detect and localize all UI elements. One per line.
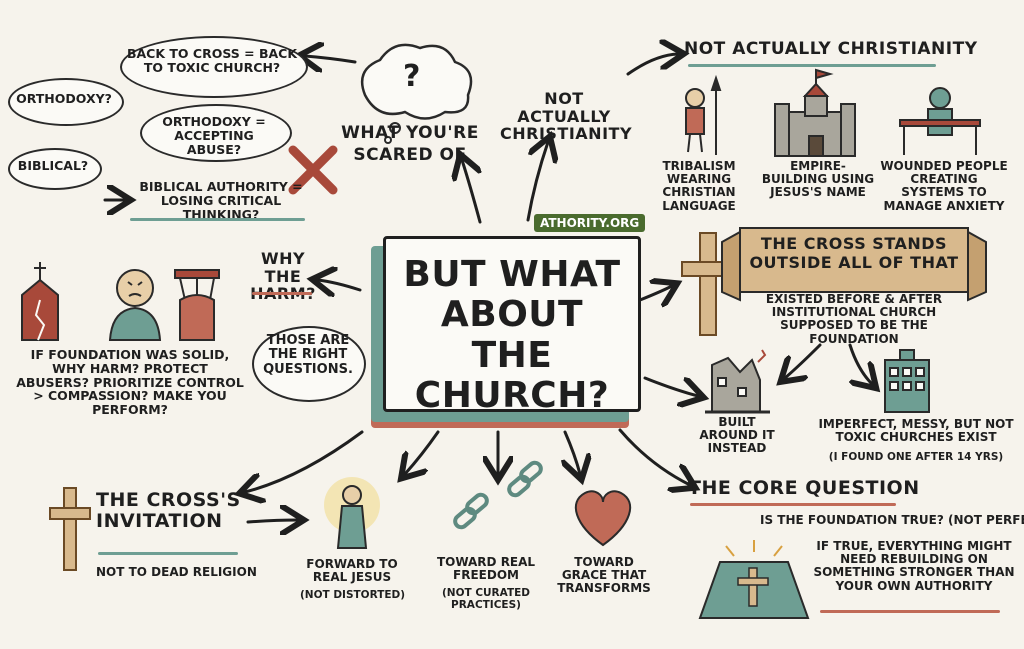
invitation-cross-icon xyxy=(49,487,91,571)
cracked-church-icon xyxy=(21,262,59,341)
cross-toxic-text: BACK TO CROSS = BACK TO TOXIC CHURCH? xyxy=(126,46,298,75)
freedom-note: (NOT CURATED PRACTICES) xyxy=(441,587,530,611)
biblical-authority-text: BIBLICAL AUTHORITY = LOSING CRITICAL THI… xyxy=(139,179,303,222)
jesus-note: (NOT DISTORTED) xyxy=(300,589,406,601)
arrow-to-not-christianity xyxy=(526,142,548,222)
bubble-right-questions xyxy=(252,326,366,402)
cross-stands-subtext: EXISTED BEFORE & AFTER INSTITUTIONAL CHU… xyxy=(765,292,943,346)
orthodoxy-abuse-text: ORTHODOXY = ACCEPTING ABUSE? xyxy=(162,114,266,157)
biblical-authority-underline xyxy=(130,218,305,221)
center-title: BUT WHAT ABOUT THE CHURCH? xyxy=(403,254,621,416)
grace-label: TOWARD GRACE THAT TRANSFORMS xyxy=(557,555,651,596)
arrow-to-grace xyxy=(565,430,580,474)
jesus-figure-icon xyxy=(324,477,380,549)
core-question-text: IS THE FOUNDATION TRUE? (NOT PERFECT) xyxy=(760,513,1024,527)
right-questions-text: THOSE ARE THE RIGHT QUESTIONS. xyxy=(263,333,353,377)
wounded-person-icon xyxy=(899,87,981,155)
jesus-label: FORWARD TO REAL JESUS xyxy=(306,557,398,585)
arrow-to-cross-bubble xyxy=(305,56,357,62)
empire-text: EMPIRE-BUILDING USING JESUS'S NAME xyxy=(761,159,875,200)
bubble-biblical xyxy=(8,148,102,190)
arrow-to-cross-stands xyxy=(638,286,672,300)
arrow-to-scared xyxy=(462,160,480,224)
arrow-to-invitation xyxy=(245,430,364,492)
question-mark: ? xyxy=(403,59,421,94)
arrow-to-jesus xyxy=(405,430,440,474)
core-answer-underline xyxy=(820,610,1000,613)
invitation-underline xyxy=(98,552,238,555)
scared-title-line1: WHAT YOU'RE xyxy=(341,123,479,143)
why-harm-underline xyxy=(252,292,312,295)
biblical-text: BIBLICAL? xyxy=(17,158,89,173)
center-box: BUT WHAT ABOUT THE CHURCH? xyxy=(383,236,641,416)
cross-banner xyxy=(721,227,987,302)
imperfect-text: IMPERFECT, MESSY, BUT NOT TOXIC CHURCHES… xyxy=(818,417,1014,445)
arrow-to-ruins xyxy=(785,343,822,378)
not-christianity-header: NOT ACTUALLY CHRISTIANITY xyxy=(684,39,978,59)
bubble-cross-toxic xyxy=(120,36,308,98)
bubble-orthodoxy xyxy=(8,78,124,126)
invitation-title: THE CROSS'S INVITATION xyxy=(96,489,241,532)
cross-out-x-icon xyxy=(288,145,338,195)
question-cloud-icon xyxy=(360,43,473,144)
distressed-person-icon xyxy=(108,269,162,341)
castle-icon xyxy=(774,68,856,157)
ruined-building-icon xyxy=(705,349,770,414)
arrow-to-core xyxy=(618,428,690,485)
core-question-title: THE CORE QUESTION xyxy=(688,477,920,499)
arrow-to-not-christianity-header xyxy=(626,54,678,76)
tribalism-text: TRIBALISM WEARING CHRISTIAN LANGUAGE xyxy=(662,159,736,213)
arrow-to-healthy-church xyxy=(848,343,872,384)
bubble-orthodoxy-abuse xyxy=(140,104,292,162)
core-answer-text: IF TRUE, EVERYTHING MIGHT NEED REBUILDIN… xyxy=(813,539,1015,593)
not-christianity-center-label: NOT ACTUALLY CHRISTIANITY xyxy=(500,89,633,144)
arrow-to-harm xyxy=(318,280,362,290)
church-building-icon xyxy=(884,349,930,413)
orthodoxy-text: ORTHODOXY? xyxy=(16,91,112,106)
not-christianity-underline xyxy=(688,64,936,67)
brand-badge: ATHORITY.ORG xyxy=(534,214,646,232)
harm-questions-text: IF FOUNDATION WAS SOLID, WHY HARM? PROTE… xyxy=(16,347,244,417)
core-question-underline xyxy=(690,503,896,506)
foundation-cross-icon xyxy=(698,540,810,619)
heart-icon xyxy=(574,490,632,547)
broken-chain-icon xyxy=(453,460,543,530)
invitation-subtitle: NOT TO DEAD RELIGION xyxy=(96,565,257,579)
freedom-label: TOWARD REAL FREEDOM xyxy=(436,555,536,583)
arrow-to-built-around xyxy=(643,376,698,396)
puppet-hand-icon xyxy=(174,269,220,341)
found-one-text: (I FOUND ONE AFTER 14 YRS) xyxy=(828,451,1004,463)
arrow-invitation-to-jesus xyxy=(246,520,298,522)
cross-stands-banner-text: THE CROSS STANDS OUTSIDE ALL OF THAT xyxy=(749,234,959,273)
built-around-text: BUILT AROUND IT INSTEAD xyxy=(699,415,775,456)
tribal-warrior-icon xyxy=(685,74,722,155)
scared-title-line2: SCARED OF xyxy=(353,145,467,165)
wounded-text: WOUNDED PEOPLE CREATING SYSTEMS TO MANAG… xyxy=(880,159,1008,213)
